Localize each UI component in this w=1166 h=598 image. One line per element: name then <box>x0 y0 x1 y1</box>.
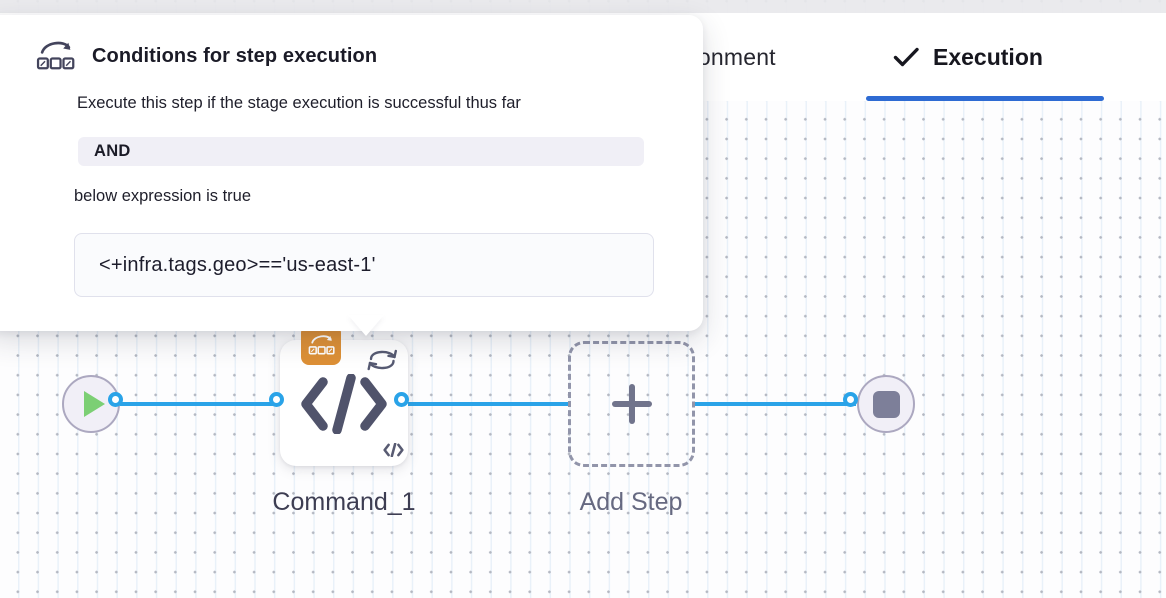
popover-caret <box>348 315 384 336</box>
popover-title: Conditions for step execution <box>92 45 378 67</box>
expression-box: <+infra.tags.geo>=='us-east-1' <box>74 233 654 297</box>
code-icon <box>299 373 389 439</box>
popover-description: Execute this step if the stage execution… <box>77 94 521 112</box>
connector-point[interactable] <box>843 392 858 407</box>
operator-chip-label: AND <box>94 142 131 160</box>
check-icon <box>893 46 920 68</box>
tab-environment-label: ronment <box>690 43 776 70</box>
conditional-execution-badge-icon[interactable] <box>301 325 341 365</box>
connector-point[interactable] <box>108 392 123 407</box>
expression-intro: below expression is true <box>74 187 252 205</box>
connector-line <box>406 402 569 406</box>
add-step-node[interactable] <box>568 341 695 467</box>
connector-line <box>694 402 856 406</box>
stop-icon <box>872 390 900 418</box>
connector-line <box>120 402 282 406</box>
step-node-command[interactable] <box>280 325 408 466</box>
active-tab-underline <box>866 96 1104 101</box>
expression-text: <+infra.tags.geo>=='us-east-1' <box>99 253 376 276</box>
operator-chip: AND <box>78 137 644 166</box>
connector-point[interactable] <box>269 392 284 407</box>
canvas-top-strip <box>0 0 1166 13</box>
pipeline-end-node <box>857 375 915 433</box>
tab-environment[interactable]: ronment <box>690 13 776 101</box>
tab-execution[interactable]: Execution <box>893 13 1043 101</box>
play-icon <box>84 391 105 417</box>
connector-point[interactable] <box>394 392 409 407</box>
conditional-execution-icon <box>36 39 75 74</box>
plus-icon <box>611 384 652 424</box>
loop-icon <box>364 345 400 380</box>
tab-execution-label: Execution <box>933 43 1043 70</box>
code-icon-small <box>383 442 404 462</box>
add-step-label: Add Step <box>579 488 683 516</box>
step-label: Command_1 <box>272 488 416 516</box>
conditions-popover: Conditions for step execution Execute th… <box>0 15 703 331</box>
